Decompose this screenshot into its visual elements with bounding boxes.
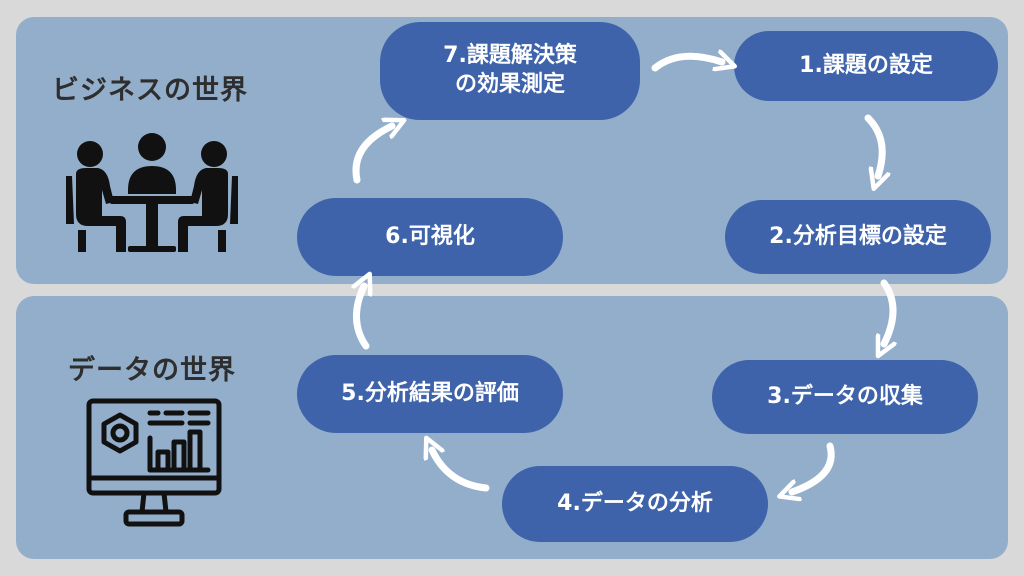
meeting-people-icon <box>66 133 238 252</box>
step-4-analyze-data: 4.データの分析 <box>502 466 768 542</box>
step-7-measure-effect: 7.課題解決策 の効果測定 <box>380 22 640 120</box>
data-world-title: データの世界 <box>68 355 236 386</box>
step-5-evaluate-results: 5.分析結果の評価 <box>297 355 563 433</box>
monitor-dashboard-icon <box>86 398 222 527</box>
step-6-visualize: 6.可視化 <box>297 198 563 276</box>
step-1-set-problem: 1.課題の設定 <box>734 31 998 101</box>
business-world-title: ビジネスの世界 <box>52 75 248 106</box>
step-2-set-analysis-goal: 2.分析目標の設定 <box>725 200 991 274</box>
step-3-collect-data: 3.データの収集 <box>712 360 978 434</box>
